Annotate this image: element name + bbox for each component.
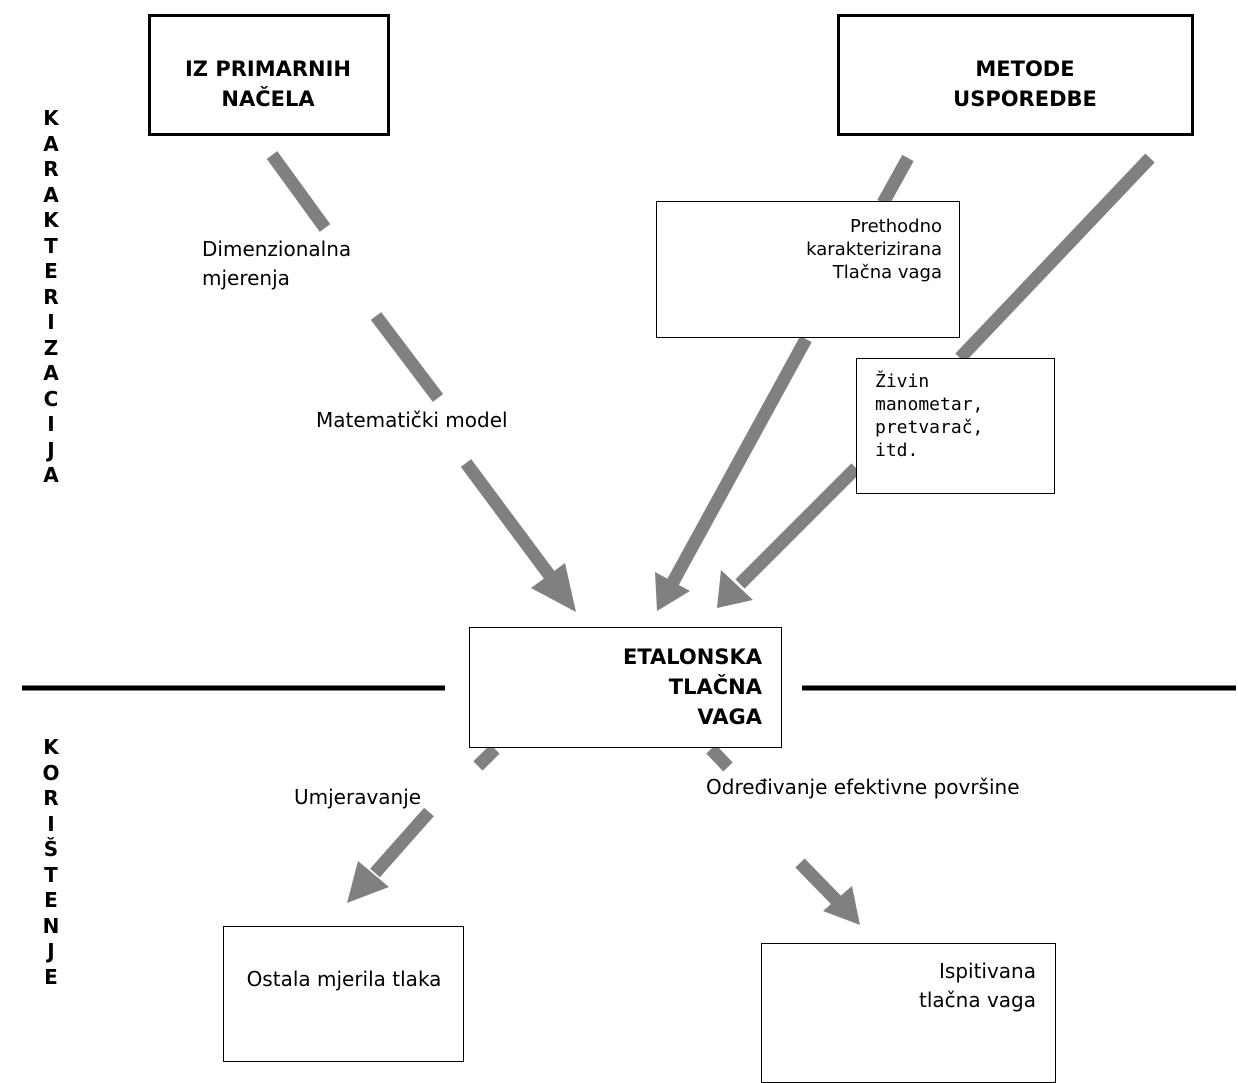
arrowhead-effective-area xyxy=(823,886,860,925)
usage-letter: N xyxy=(42,913,60,938)
effective-area-label: Određivanje efektivne površine xyxy=(706,775,1020,799)
primary-principles-box xyxy=(148,14,390,136)
arrow-comparison-1-seg2 xyxy=(667,335,812,586)
precharacterized-balance-text: Prethodno karakterizirana Tlačna vaga xyxy=(806,216,942,283)
characterization-letter: K xyxy=(43,208,59,232)
usage-letter: E xyxy=(44,888,58,912)
arrow-comparison-2-seg2 xyxy=(735,463,861,589)
characterization-letter: A xyxy=(43,463,59,487)
comparison-methods-title: METODE USPOREDBE xyxy=(953,57,1097,111)
arrowhead-primary xyxy=(531,563,576,612)
usage-letter: J xyxy=(47,939,55,963)
reference-balance-box xyxy=(469,627,782,748)
characterization-letter: T xyxy=(44,233,58,258)
arrow-effective-area-seg1 xyxy=(706,744,733,772)
arrowhead-comparison-2 xyxy=(717,570,753,608)
characterization-letter: R xyxy=(43,157,59,181)
arrow-primary-seg3 xyxy=(460,459,559,584)
characterization-letter: I xyxy=(47,310,55,334)
usage-letter: R xyxy=(43,786,59,810)
arrow-calibration-seg1 xyxy=(473,744,500,771)
calibration-label: Umjeravanje xyxy=(294,785,422,809)
arrow-comparison-1-seg1 xyxy=(877,154,914,207)
tested-balance-text: Ispitivana tlačna vaga xyxy=(919,959,1036,1012)
precharacterized-balance-box xyxy=(656,201,960,338)
primary-principles-title: IZ PRIMARNIH NAČELA xyxy=(184,57,351,111)
characterization-letter: K xyxy=(43,106,59,130)
characterization-letter: Z xyxy=(43,335,59,360)
usage-letter: T xyxy=(44,862,58,887)
usage-letter: I xyxy=(47,811,55,836)
usage-letter: E xyxy=(44,964,58,989)
other-gauges-box xyxy=(223,926,464,1062)
arrowhead-comparison-1 xyxy=(655,572,690,611)
usage-letter: O xyxy=(42,760,60,785)
comparison-methods-box xyxy=(837,14,1194,136)
characterization-letter: A xyxy=(43,361,59,385)
arrowhead-calibration xyxy=(347,861,389,903)
characterization-letter: J xyxy=(47,437,55,462)
arrow-comparison-2-seg1 xyxy=(955,153,1155,363)
characterization-letter: I xyxy=(47,412,55,436)
arrow-effective-area-seg2 xyxy=(795,858,843,907)
usage-letter: K xyxy=(43,735,59,759)
characterization-letter: R xyxy=(43,284,59,309)
mercury-manometer-box xyxy=(856,358,1055,494)
arrow-primary-seg1 xyxy=(266,151,331,232)
other-gauges-text: Ostala mjerila tlaka xyxy=(246,967,442,991)
arrow-primary-seg2 xyxy=(370,312,444,402)
math-model-label: Matematički model xyxy=(316,408,508,432)
tested-balance-box xyxy=(761,943,1056,1083)
mercury-manometer-text: Živin manometar, pretvarač, itd. xyxy=(875,371,984,461)
reference-balance-title: ETALONSKA TLAČNA VAGA xyxy=(622,645,762,729)
usage-letter: Š xyxy=(43,837,59,861)
characterization-letter: A xyxy=(43,131,59,156)
characterization-letter: A xyxy=(43,182,59,207)
arrow-calibration-seg2 xyxy=(370,807,434,878)
dimensional-measurements-label: Dimenzionalna mjerenja xyxy=(202,237,352,290)
characterization-letter: C xyxy=(43,386,59,411)
characterization-letter: E xyxy=(44,259,58,283)
